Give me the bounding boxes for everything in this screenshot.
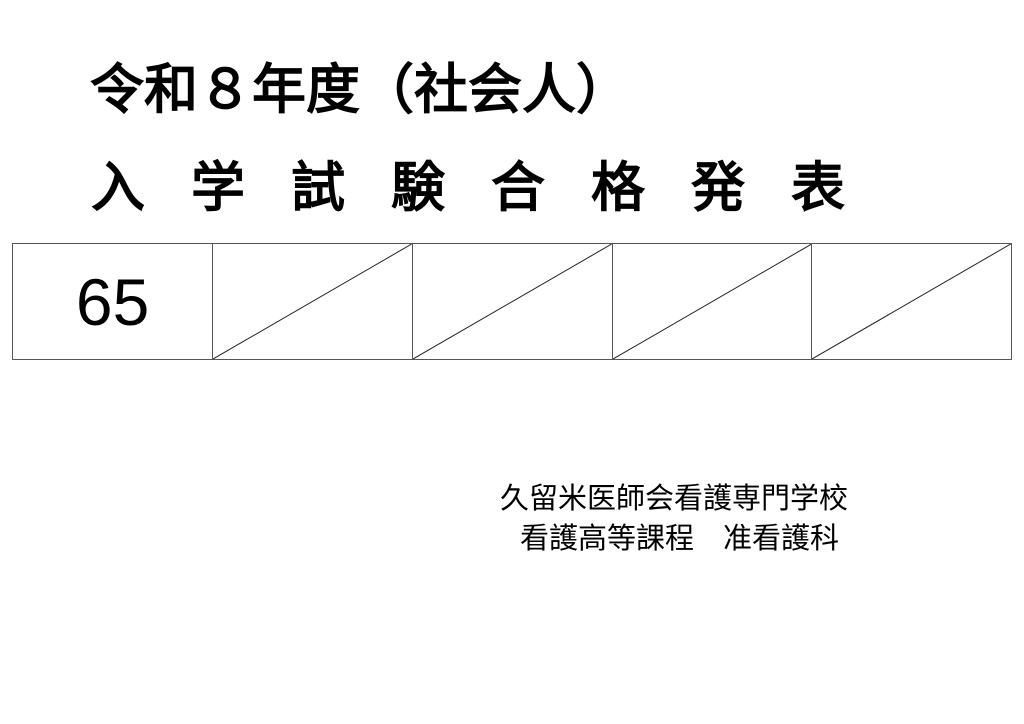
school-name: 久留米医師会看護専門学校	[500, 481, 849, 515]
heading-char: 学	[191, 156, 245, 219]
school-info: 久留米医師会看護専門学校 看護高等課程 准看護科	[500, 478, 848, 558]
diagonal-slash-icon	[812, 244, 1011, 359]
empty-cell	[212, 243, 413, 360]
passed-number-cell: 65	[11, 243, 214, 360]
results-table: 65	[11, 243, 1012, 360]
heading-char: 入	[91, 156, 145, 219]
heading-char: 発	[691, 156, 745, 219]
heading-char: 格	[591, 156, 645, 219]
heading-char: 験	[391, 156, 445, 219]
heading-char: 表	[791, 156, 845, 219]
diagonal-slash-icon	[413, 244, 612, 359]
course-name: 看護高等課程 准看護科	[520, 521, 840, 555]
empty-cell	[811, 243, 1012, 360]
page-title: 令和８年度（社会人）	[90, 58, 630, 121]
diagonal-slash-icon	[613, 244, 812, 359]
empty-cell	[611, 243, 813, 360]
announcement-heading: 入 学 試 験 合 格 発 表	[90, 156, 846, 220]
empty-cell	[411, 243, 613, 360]
heading-char: 合	[491, 156, 545, 219]
table-row: 65	[11, 243, 1012, 360]
heading-char: 試	[291, 156, 345, 219]
diagonal-slash-icon	[213, 244, 412, 359]
